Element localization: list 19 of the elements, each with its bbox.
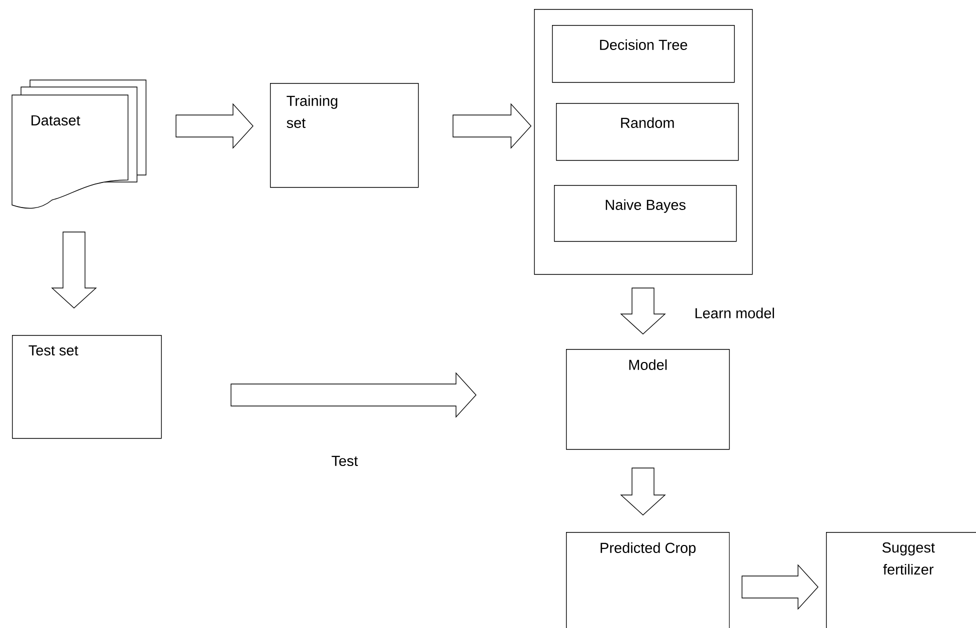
process-box: Model xyxy=(566,349,730,450)
block-arrow xyxy=(620,288,666,334)
block-arrow xyxy=(51,232,97,308)
block-arrow xyxy=(620,468,666,516)
block-arrow xyxy=(452,103,532,149)
process-box: Test set xyxy=(12,335,162,439)
block-arrow xyxy=(176,103,254,149)
edge-label: Test xyxy=(330,454,359,468)
process-box: Suggest fertilizer xyxy=(826,532,976,628)
process-box: Naive Bayes xyxy=(554,185,737,242)
process-box: Decision Tree xyxy=(552,25,735,83)
process-box: Training set xyxy=(270,83,419,188)
process-box: Random xyxy=(556,103,739,161)
document-stack: Dataset xyxy=(12,80,146,209)
process-box: Predicted Crop xyxy=(566,532,730,628)
block-arrow xyxy=(230,372,476,418)
block-arrow xyxy=(742,564,818,610)
edge-label: Learn model xyxy=(693,306,776,320)
group-box xyxy=(534,9,753,275)
